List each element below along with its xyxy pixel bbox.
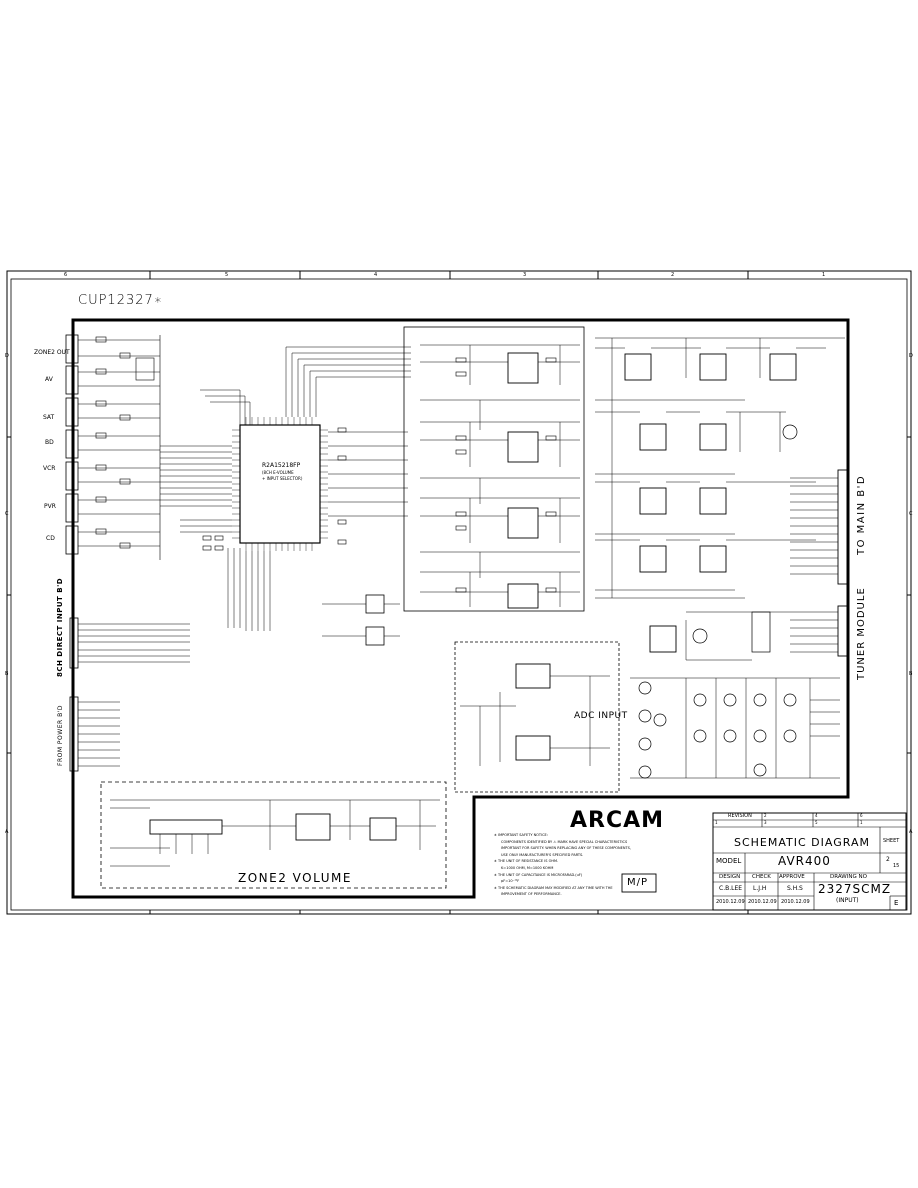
drawing-title: SCHEMATIC DIAGRAM [734, 836, 870, 849]
note-line: COMPONENTS IDENTIFIED BY ⚠ MARK HAVE SPE… [501, 839, 628, 844]
drawing-number: 2327SCMZ [818, 882, 892, 896]
rev-cell: 1 [715, 820, 718, 825]
col-marker: 1 [822, 272, 826, 278]
rev-cell: 2 [764, 813, 767, 818]
tuner-module-label: TUNER MODULE [856, 587, 867, 680]
sheet-number: 2 [886, 856, 890, 863]
note-line: ∗ THE SCHEMATIC DIAGRAM MAY MODIFIED AT … [494, 885, 613, 890]
input-label-pvr: PVR [44, 503, 56, 510]
sheet-label: SHEET [883, 838, 900, 844]
arcam-logo: ARCAM [570, 808, 665, 833]
part-number: CUP12327∗ [78, 293, 163, 308]
outer-frame [6, 270, 912, 915]
to-main-connector [837, 469, 849, 585]
model-label: MODEL [716, 857, 742, 865]
input-label-vcr: VCR [43, 465, 56, 472]
rev-cell: 6 [860, 813, 863, 818]
rca-connectors [65, 334, 79, 555]
rev-cell: 3 [764, 820, 767, 825]
check-date: 2010.12.09 [748, 899, 777, 905]
opamp-ics [507, 352, 539, 609]
rev-cell: 5 [815, 820, 818, 825]
note-line: ∗ IMPORTANT SAFETY NOTICE: [494, 833, 548, 837]
row-marker: D [5, 353, 9, 359]
direct-input-label: 8CH DIRECT INPUT B'D [56, 577, 64, 677]
inner-frame [10, 278, 908, 911]
note-line: USE ONLY MANUFACTURER'S SPECIFIED PARTS. [501, 852, 584, 857]
direct-input-connector [69, 617, 79, 669]
approve-date: 2010.12.09 [781, 899, 810, 905]
row-marker: B [909, 671, 913, 677]
zone2-volume-label: ZONE2 VOLUME [238, 871, 352, 885]
approve-name: S.H.S [787, 885, 803, 892]
right-ics [624, 353, 797, 653]
rev-cell: 1 [860, 820, 863, 825]
tuner-connector [837, 605, 849, 657]
input-resistors [95, 336, 131, 549]
row-marker: C [5, 511, 9, 517]
row-marker: C [909, 511, 913, 517]
safety-notes: ∗ IMPORTANT SAFETY NOTICE: COMPONENTS ID… [494, 832, 631, 898]
note-line: K=1000 OHM, M=1000 KOHM [501, 865, 554, 870]
row-marker: B [5, 671, 9, 677]
input-label-av: AV [45, 376, 53, 383]
col-marker: 6 [64, 272, 68, 278]
row-marker: A [5, 829, 9, 835]
input-label-zone2-out: ZONE2 OUT [34, 349, 70, 356]
note-line: IMPORTANT FOR SAFETY. WHEN REPLACING ANY… [501, 846, 631, 851]
input-label-bd: BD [45, 439, 54, 446]
drawing-sub: (INPUT) [836, 897, 859, 904]
opamp-section [403, 326, 585, 612]
rev-cell: 4 [815, 813, 818, 818]
transistor-array [638, 681, 797, 779]
sheet-total: 15 [893, 863, 900, 869]
main-ic-pins [232, 417, 328, 551]
to-main-label: TO MAIN B'D [856, 474, 867, 555]
input-label-sat: SAT [43, 414, 55, 421]
note-line: IMPROVEMENT OF PERFORMANCE. [501, 892, 562, 897]
ic-desc-1: (8CH E-VOLUME [262, 470, 294, 475]
check-label: CHECK [752, 874, 771, 880]
note-line: ∗ THE UNIT OF CAPACITANCE IS MICROFARAD.… [494, 872, 583, 877]
board-outline [71, 318, 850, 899]
row-marker: A [909, 829, 913, 835]
model-value: AVR400 [778, 854, 831, 868]
zone2-block [100, 781, 447, 889]
input-label-cd: CD [46, 535, 55, 542]
drawing-no-label: DRAWING NO [830, 874, 867, 880]
note-line: pF=10⁻¹²F [501, 879, 520, 884]
approve-label: APPROVE [779, 874, 805, 880]
design-name: C.B.LEE [719, 885, 743, 892]
design-date: 2010.12.09 [716, 899, 745, 905]
adc-input-label: ADC INPUT [574, 711, 628, 721]
note-line: ∗ THE UNIT OF RESISTANCE IS OHM. [494, 859, 559, 864]
mp-label: M/P [627, 877, 649, 888]
col-marker: 5 [225, 272, 229, 278]
design-label: DESIGN [719, 874, 741, 880]
ic-desc-2: + INPUT SELECTOR) [262, 476, 303, 481]
title-block [712, 812, 907, 911]
revision-label: REVISION [728, 813, 752, 819]
adc-block [454, 641, 620, 793]
main-ic-body [239, 424, 321, 544]
col-marker: 2 [671, 272, 675, 278]
mp-box [621, 873, 657, 893]
col-marker: 4 [374, 272, 378, 278]
input-traces [78, 335, 161, 560]
ic-part-label: R2A15218FP [262, 462, 301, 469]
col-marker: 3 [523, 272, 527, 278]
revision-letter: E [894, 899, 899, 907]
from-power-label: FROM POWER B'D [57, 705, 64, 766]
row-marker: D [909, 353, 913, 359]
check-name: L.J.H [753, 885, 767, 892]
